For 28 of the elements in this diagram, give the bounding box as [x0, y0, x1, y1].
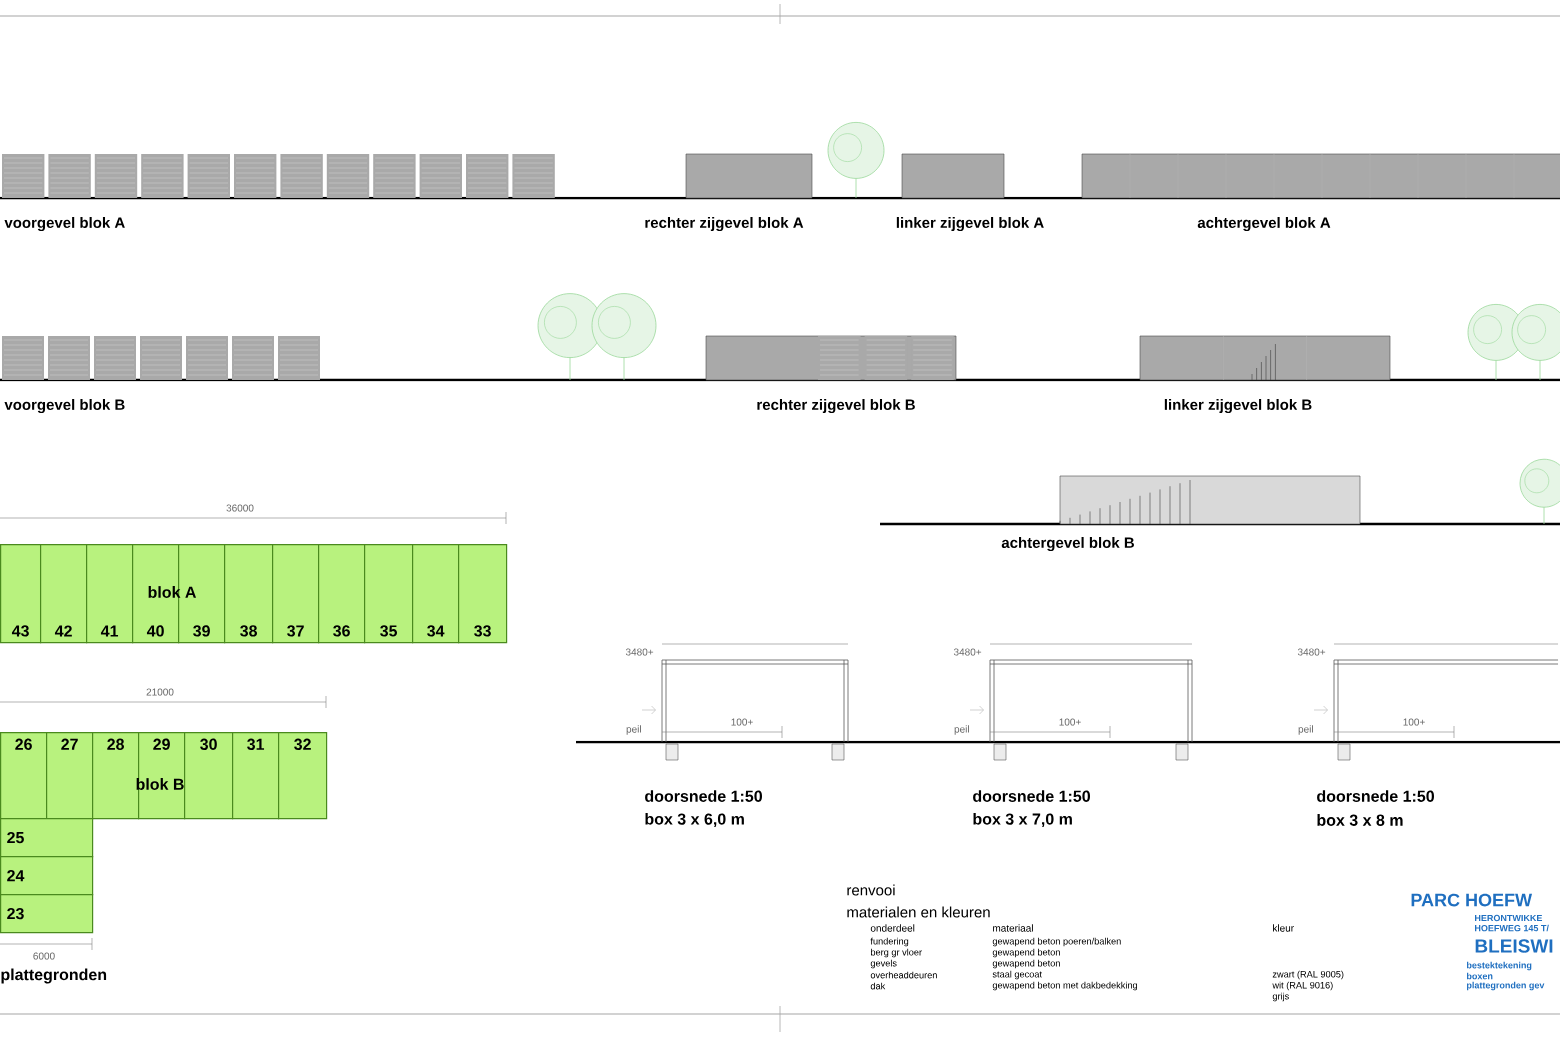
parking-box: 43 — [0, 544, 42, 644]
parking-box: 34 — [412, 544, 460, 644]
section-title: box 3 x 7,0 m — [973, 812, 1072, 828]
section-title: box 3 x 6,0 m — [645, 812, 744, 828]
parking-box: 25 — [0, 818, 94, 858]
section-title: doorsnede 1:50 — [645, 790, 762, 802]
parking-box: 31 — [232, 732, 280, 820]
section-title: doorsnede 1:50 — [1317, 790, 1434, 802]
parking-box: 27 — [46, 732, 94, 820]
parking-box: 41 — [86, 544, 134, 644]
parking-box: 42 — [40, 544, 88, 644]
parking-box: 35 — [364, 544, 414, 644]
block-label: blok B — [136, 778, 184, 790]
parking-box: 33 — [458, 544, 508, 644]
parking-box: 37 — [272, 544, 320, 644]
parking-box: 23 — [0, 894, 94, 934]
section-title: doorsnede 1:50 — [973, 790, 1090, 802]
parking-box: 32 — [278, 732, 328, 820]
place-name: BLEISWI — [1475, 939, 1553, 953]
block-label: blok A — [148, 586, 196, 598]
plan-title: plattegronden — [1, 968, 107, 984]
parking-box: 30 — [184, 732, 234, 820]
section-title: box 3 x 8 m — [1317, 814, 1403, 826]
parking-box: 38 — [224, 544, 274, 644]
parking-box: 24 — [0, 856, 94, 896]
project-title: PARC HOEFW — [1411, 893, 1533, 907]
parking-box: 36 — [318, 544, 366, 644]
parking-box: 26 — [0, 732, 48, 820]
